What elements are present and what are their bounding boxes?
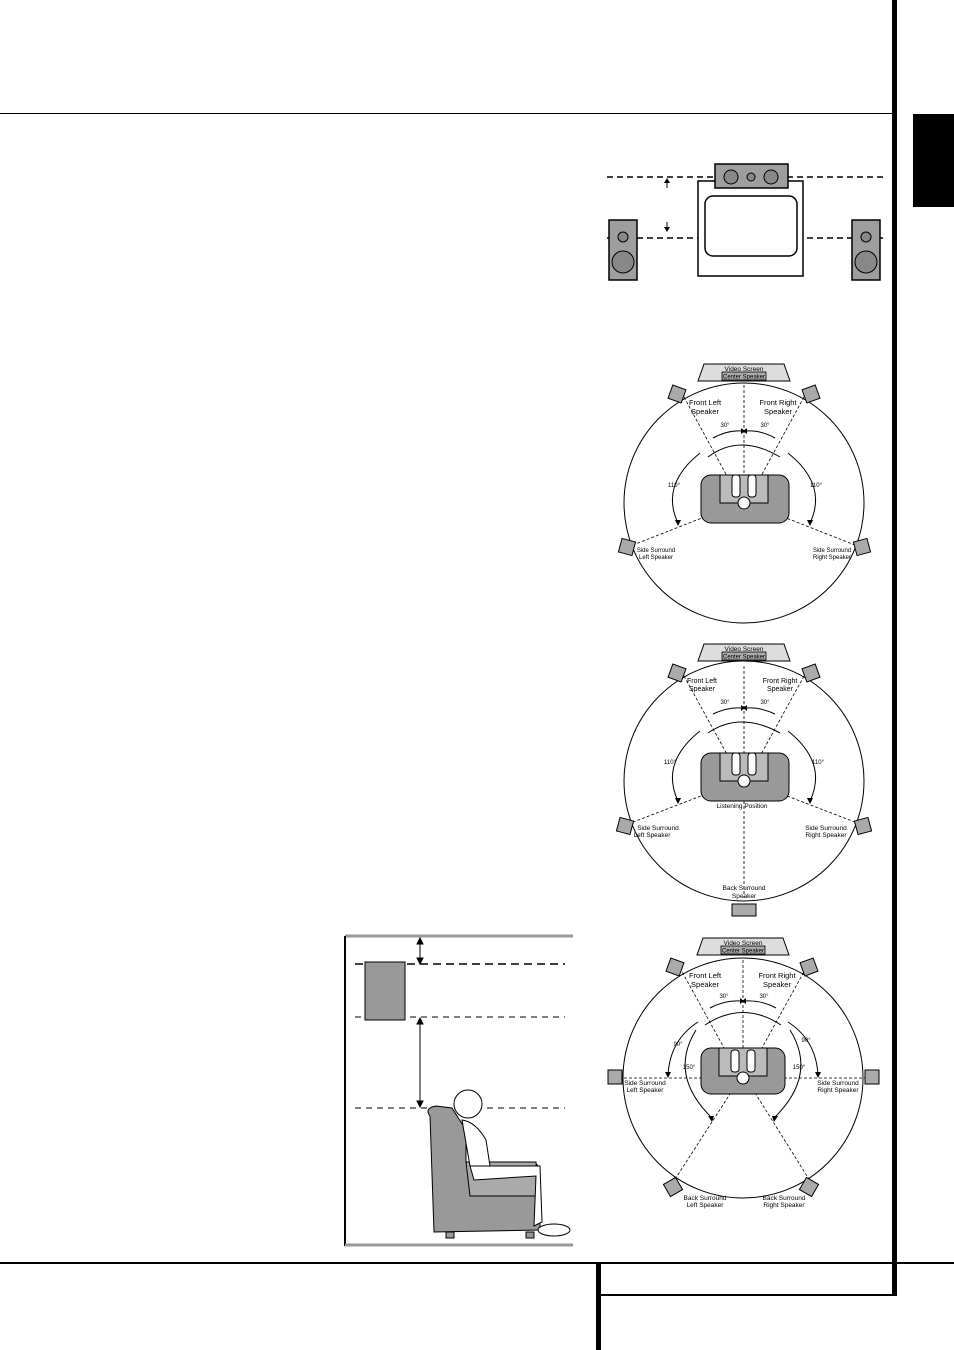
front-left-speaker-icon xyxy=(667,384,687,404)
side-right-speaker-icon xyxy=(864,1069,880,1085)
back-label-1: Back Surround xyxy=(723,885,766,892)
side-left-label-2: Left Speaker xyxy=(634,832,672,839)
front-left-label-2: Speaker xyxy=(689,686,716,693)
surround-5-1-diagram: Video Screen Center Speaker Front Left S… xyxy=(617,363,872,624)
angle-110-left: 110° xyxy=(668,483,681,489)
angle-30-left: 30° xyxy=(719,994,729,1000)
front-right-label-2: Speaker xyxy=(764,407,792,416)
front-left-speaker-icon xyxy=(665,957,685,977)
video-screen-label: Video Screen xyxy=(725,366,764,373)
front-left-label-2: Speaker xyxy=(691,407,719,416)
surround-speaker-icon xyxy=(364,961,406,1021)
side-right-label-2: Right Speaker xyxy=(805,832,847,839)
listener-seat-icon xyxy=(700,1047,786,1095)
angle-150-right: 150° xyxy=(793,1065,806,1071)
listener-chair-icon xyxy=(427,1089,571,1239)
right-speaker-icon xyxy=(851,219,881,281)
front-right-label-2: Speaker xyxy=(767,686,794,693)
front-right-label-1: Front Right xyxy=(763,678,798,685)
center-speaker-label: Center Speaker xyxy=(722,949,764,955)
left-speaker-icon xyxy=(608,219,638,281)
back-left-speaker-icon xyxy=(662,1176,684,1198)
front-right-speaker-icon xyxy=(801,663,821,683)
surround-6-1-diagram: Video Screen Center Speaker Front Left S… xyxy=(615,643,873,917)
side-right-label-1: Side Surround xyxy=(805,825,847,832)
side-left-label-1: Side Surround xyxy=(624,1080,666,1087)
side-left-label-2: Left Speaker xyxy=(639,555,673,561)
side-left-speaker-icon xyxy=(617,537,637,557)
front-left-label-1: Front Left xyxy=(687,678,717,685)
height-arrow-icon xyxy=(664,178,670,232)
angle-30-left: 30° xyxy=(720,700,730,706)
side-right-speaker-icon xyxy=(853,816,873,836)
side-right-label-1: Side Surround xyxy=(817,1080,859,1087)
front-left-speaker-icon xyxy=(667,663,687,683)
front-right-label-2: Speaker xyxy=(763,980,791,989)
television-icon xyxy=(697,180,804,277)
height-arrow-icon xyxy=(416,936,424,1109)
angle-90-right: 90° xyxy=(801,1038,811,1044)
surround-7-1-diagram: Video Screen Center Speaker Front Left S… xyxy=(607,937,880,1209)
video-screen-label: Video Screen xyxy=(725,646,764,653)
back-right-label-2: Right Speaker xyxy=(763,1202,805,1209)
center-speaker-icon xyxy=(721,651,767,661)
angle-90-left: 90° xyxy=(673,1042,683,1048)
side-right-label-1: Side Surround xyxy=(813,548,851,554)
center-speaker-icon xyxy=(720,945,766,955)
front-right-speaker-icon xyxy=(801,384,821,404)
front-speaker-height-diagram xyxy=(607,163,883,281)
angle-30-left: 30° xyxy=(720,423,730,429)
back-right-speaker-icon xyxy=(798,1176,820,1198)
center-speaker-icon xyxy=(714,163,789,189)
footer-rule xyxy=(0,1262,954,1264)
right-margin-bar xyxy=(892,0,897,1296)
side-left-label-2: Left Speaker xyxy=(627,1087,665,1094)
footer-subrule xyxy=(599,1294,895,1296)
front-right-label-1: Front Right xyxy=(758,971,796,980)
back-left-label-2: Left Speaker xyxy=(687,1202,725,1209)
listener-seat-icon xyxy=(700,474,790,524)
front-left-label-1: Front Left xyxy=(689,971,722,980)
angle-30-right: 30° xyxy=(760,700,770,706)
side-right-label-2: Right Speaker xyxy=(813,555,851,561)
angle-110-right: 110° xyxy=(810,483,823,489)
front-right-label-1: Front Right xyxy=(759,398,797,407)
front-right-speaker-icon xyxy=(799,957,819,977)
center-speaker-icon xyxy=(721,371,767,381)
center-speaker-label: Center Speaker xyxy=(723,375,765,381)
listening-position-label: Listening Position xyxy=(717,803,768,810)
back-right-label-1: Back Surround xyxy=(763,1195,806,1202)
front-left-label-1: Front Left xyxy=(689,398,722,407)
angle-30-right: 30° xyxy=(760,423,770,429)
angle-110-left: 110° xyxy=(664,760,677,766)
section-tab xyxy=(913,114,954,207)
back-speaker-icon xyxy=(731,903,757,917)
video-screen-label: Video Screen xyxy=(724,940,763,947)
side-right-label-2: Right Speaker xyxy=(817,1087,859,1094)
footer-divider xyxy=(596,1262,601,1350)
back-left-label-1: Back Surround xyxy=(684,1195,727,1202)
angle-110-right: 110° xyxy=(812,760,825,766)
back-label-2: Speaker xyxy=(732,893,757,900)
surround-height-diagram xyxy=(344,934,573,1247)
side-left-label-1: Side Surround xyxy=(637,825,679,832)
side-left-label-1: Side Surround xyxy=(637,548,675,554)
side-left-speaker-icon xyxy=(615,816,635,836)
side-left-speaker-icon xyxy=(607,1069,623,1085)
angle-150-left: 150° xyxy=(683,1065,696,1071)
listener-seat-icon xyxy=(700,752,790,802)
front-left-label-2: Speaker xyxy=(691,980,719,989)
side-right-speaker-icon xyxy=(852,537,872,557)
header-rule xyxy=(0,113,894,114)
center-speaker-label: Center Speaker xyxy=(723,655,765,661)
angle-30-right: 30° xyxy=(759,994,769,1000)
